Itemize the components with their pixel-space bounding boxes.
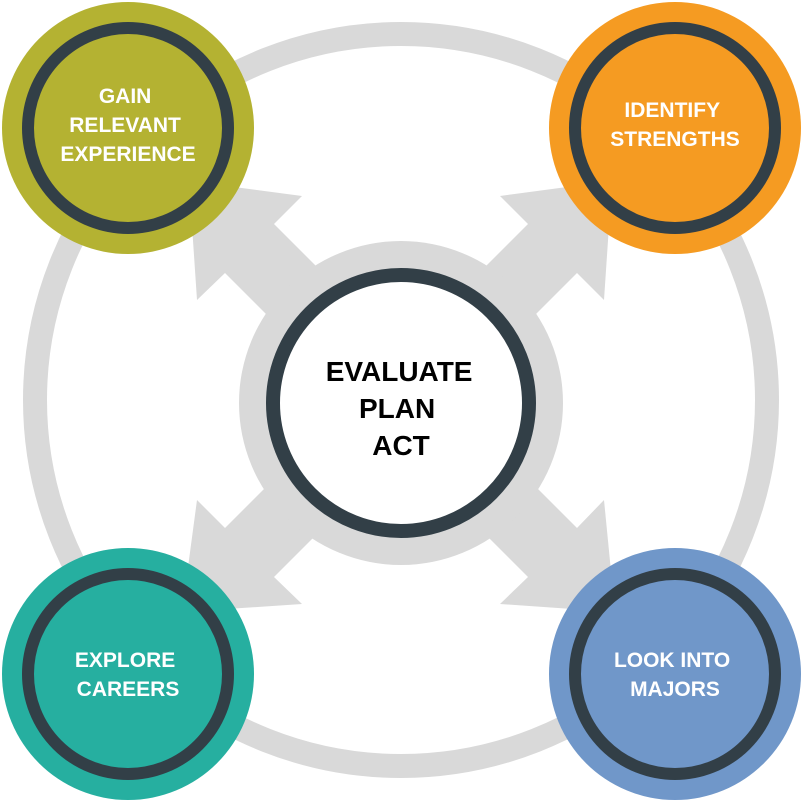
outer-ring: [23, 22, 779, 778]
node-identify-strengths: IDENTIFY STRENGTHS: [549, 2, 801, 254]
node-bottom-right-line-2: MAJORS: [630, 678, 720, 701]
node-top-left-line-2: RELEVANT: [69, 114, 181, 137]
node-gain-relevant-experience: GAIN RELEVANT EXPERIENCE: [2, 2, 254, 254]
node-bottom-right-ring: [569, 568, 781, 780]
center-line-1: EVALUATE: [326, 356, 473, 387]
center-line-2: PLAN: [359, 393, 435, 424]
node-look-into-majors: LOOK INTO MAJORS: [549, 548, 801, 800]
node-bottom-left-ring: [22, 568, 234, 780]
center-line-3: ACT: [372, 430, 430, 461]
node-top-left-line-3: EXPERIENCE: [60, 143, 195, 166]
node-top-left-line-1: GAIN: [99, 85, 152, 108]
node-top-right-text: IDENTIFY STRENGTHS: [610, 99, 740, 151]
node-top-left-text: GAIN RELEVANT EXPERIENCE: [60, 85, 195, 166]
node-top-right-line-1: IDENTIFY: [624, 99, 720, 122]
node-top-left-ring: [22, 22, 234, 234]
node-bottom-left-outer: [2, 548, 254, 800]
node-bottom-right-text: LOOK INTO MAJORS: [614, 649, 736, 701]
node-bottom-right-outer: [549, 548, 801, 800]
node-top-right-outer: [549, 2, 801, 254]
center-text: EVALUATE PLAN ACT: [326, 356, 481, 461]
node-bottom-left-text: EXPLORE CAREERS: [75, 649, 181, 701]
node-top-left-outer: [2, 2, 254, 254]
node-bottom-right-line-1: LOOK INTO: [614, 649, 730, 672]
node-bottom-left-line-2: CAREERS: [77, 678, 180, 701]
node-explore-careers: EXPLORE CAREERS: [2, 548, 254, 800]
node-bottom-left-line-1: EXPLORE: [75, 649, 175, 672]
node-top-right-line-2: STRENGTHS: [610, 128, 740, 151]
node-top-right-ring: [569, 22, 781, 234]
center-circle: [266, 268, 536, 538]
